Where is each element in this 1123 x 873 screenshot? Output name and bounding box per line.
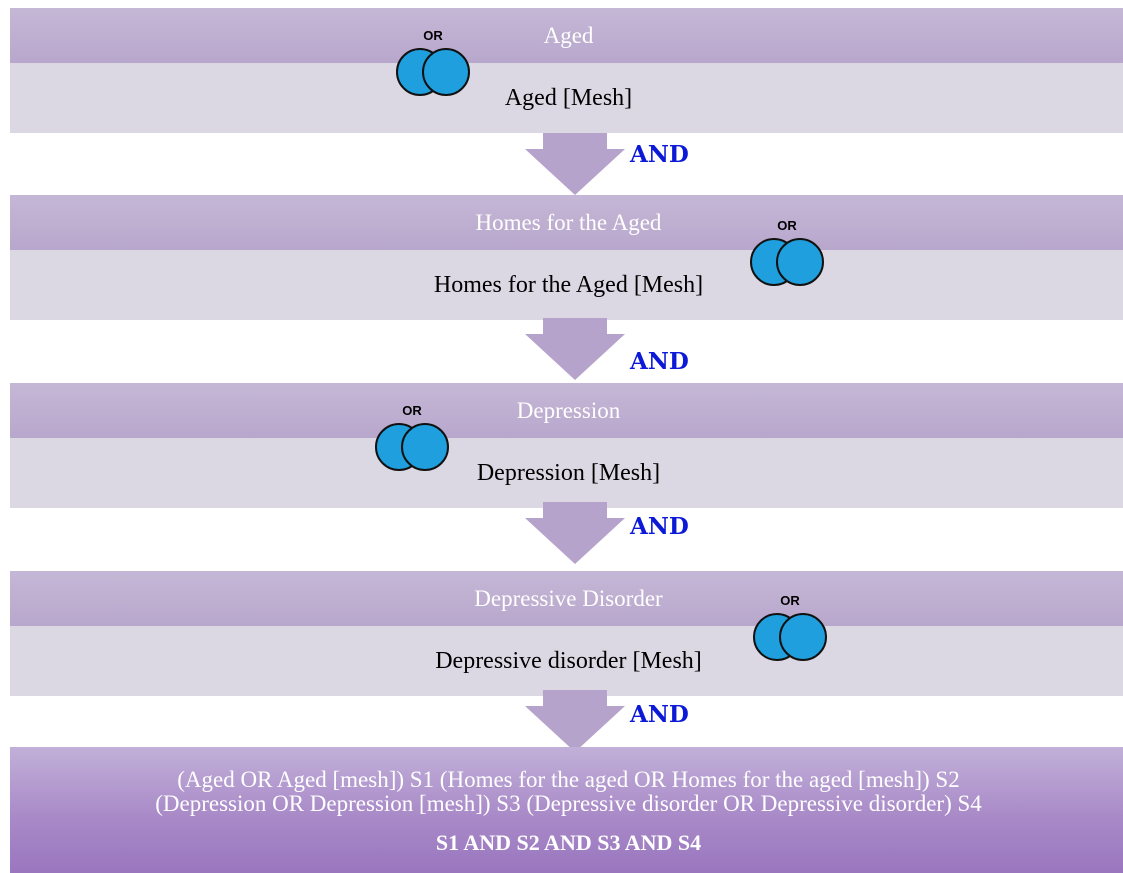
and-connector: AND (630, 701, 689, 728)
or-venn: OR (750, 593, 830, 663)
venn-icon (396, 48, 470, 96)
venn-icon (375, 423, 449, 471)
venn-icon (753, 613, 827, 661)
block-term: Depressive disorder [Mesh] (10, 626, 1123, 696)
concept-block-homes: Homes for the Aged Homes for the Aged [M… (10, 195, 1123, 320)
concept-block-depression: Depression Depression [Mesh] OR (10, 383, 1123, 508)
block-heading: Depressive Disorder (10, 571, 1123, 626)
down-arrow-icon (525, 318, 625, 385)
block-term: Homes for the Aged [Mesh] (10, 250, 1123, 320)
and-connector: AND (630, 141, 689, 168)
summary-final-query: S1 AND S2 AND S3 AND S4 (435, 830, 702, 855)
or-label: OR (423, 28, 443, 43)
or-label: OR (780, 593, 800, 608)
venn-icon (750, 238, 824, 286)
block-term: Aged [Mesh] (10, 63, 1123, 133)
concept-block-depressive-disorder: Depressive Disorder Depressive disorder … (10, 571, 1123, 696)
and-connector: AND (630, 348, 689, 375)
or-label: OR (402, 403, 422, 418)
summary-line-1: (Aged OR Aged [mesh]) S1 (Homes for the … (177, 767, 960, 792)
concept-block-aged: Aged Aged [Mesh] OR (10, 8, 1123, 133)
and-connector: AND (630, 513, 689, 540)
summary-line-2: (Depression OR Depression [mesh]) S3 (De… (155, 791, 982, 816)
or-venn: OR (747, 218, 827, 288)
down-arrow-icon (525, 133, 625, 200)
down-arrow-icon (525, 690, 625, 757)
search-summary: (Aged OR Aged [mesh]) S1 (Homes for the … (10, 747, 1123, 873)
down-arrow-icon (525, 502, 625, 569)
block-term: Depression [Mesh] (10, 438, 1123, 508)
block-heading: Homes for the Aged (10, 195, 1123, 250)
block-heading: Aged (10, 8, 1123, 63)
block-heading: Depression (10, 383, 1123, 438)
or-label: OR (777, 218, 797, 233)
or-venn: OR (372, 403, 452, 473)
or-venn: OR (393, 28, 473, 98)
